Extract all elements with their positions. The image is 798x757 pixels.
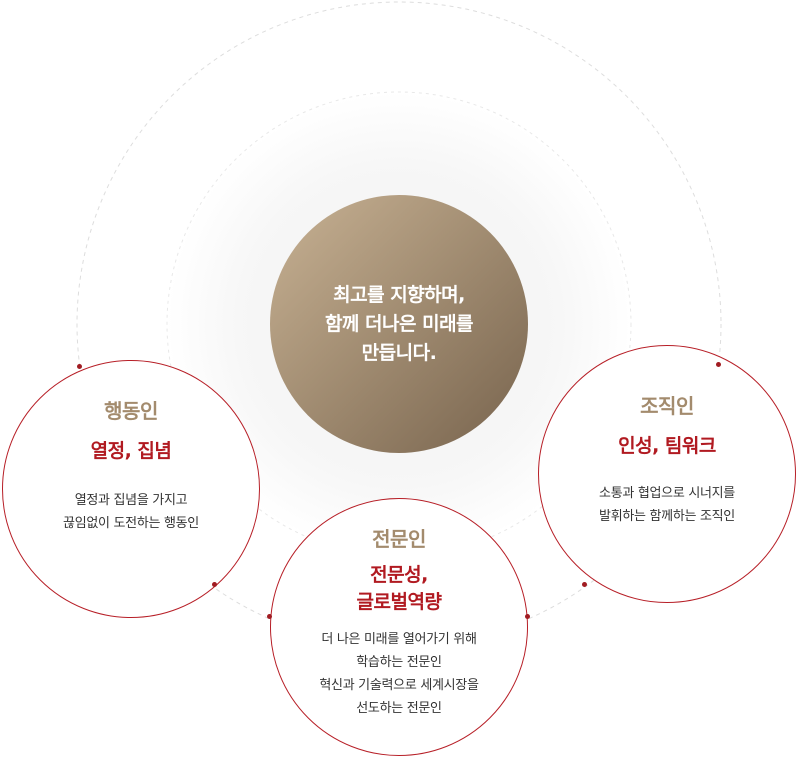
value-circle-expert: 전문인 전문성, 글로벌역량 더 나은 미래를 열어가기 위해 학습하는 전문인…	[270, 498, 528, 756]
value-subtitle: 열정, 집념	[90, 440, 172, 462]
value-circle-organization: 조직인 인성, 팀워크 소통과 협업으로 시너지를 발휘하는 함께하는 조직인	[538, 345, 796, 603]
value-description: 열정과 집념을 가지고 끊임없이 도전하는 행동인	[3, 489, 259, 535]
connector-dot	[582, 582, 587, 587]
value-title: 행동인	[104, 399, 158, 423]
description-line: 학습하는 전문인	[356, 655, 442, 670]
description-line: 열정과 집념을 가지고	[74, 493, 188, 508]
value-circle-action: 행동인 열정, 집념 열정과 집념을 가지고 끊임없이 도전하는 행동인	[2, 360, 260, 618]
center-line-3: 만듭니다.	[361, 341, 437, 364]
value-subtitle: 인성, 팀워크	[618, 435, 716, 457]
center-message: 최고를 지향하며, 함께 더나은 미래를 만듭니다.	[324, 281, 474, 368]
connector-dot	[212, 582, 217, 587]
description-line: 선도하는 전문인	[356, 701, 442, 716]
subtitle-line: 전문성,	[370, 564, 428, 586]
connector-dot	[77, 364, 82, 369]
description-line: 발휘하는 함께하는 조직인	[599, 509, 735, 524]
value-title: 전문인	[372, 527, 426, 551]
value-description: 소통과 협업으로 시너지를 발휘하는 함께하는 조직인	[539, 482, 795, 528]
value-subtitle: 전문성, 글로벌역량	[271, 562, 527, 616]
description-line: 소통과 협업으로 시너지를	[599, 486, 735, 501]
description-line: 혁신과 기술력으로 세계시장을	[319, 678, 479, 693]
center-line-1: 최고를 지향하며,	[333, 283, 465, 306]
center-circle: 최고를 지향하며, 함께 더나은 미래를 만듭니다.	[270, 195, 528, 453]
description-line: 더 나은 미래를 열어가기 위해	[321, 632, 477, 647]
connector-dot	[716, 362, 721, 367]
description-line: 끊임없이 도전하는 행동인	[63, 516, 199, 531]
value-description: 더 나은 미래를 열어가기 위해 학습하는 전문인 혁신과 기술력으로 세계시장…	[271, 628, 527, 720]
connector-dot	[525, 614, 530, 619]
center-line-2: 함께 더나은 미래를	[324, 312, 474, 335]
value-title: 조직인	[640, 394, 694, 418]
subtitle-line: 글로벌역량	[356, 591, 442, 613]
connector-dot	[267, 614, 272, 619]
